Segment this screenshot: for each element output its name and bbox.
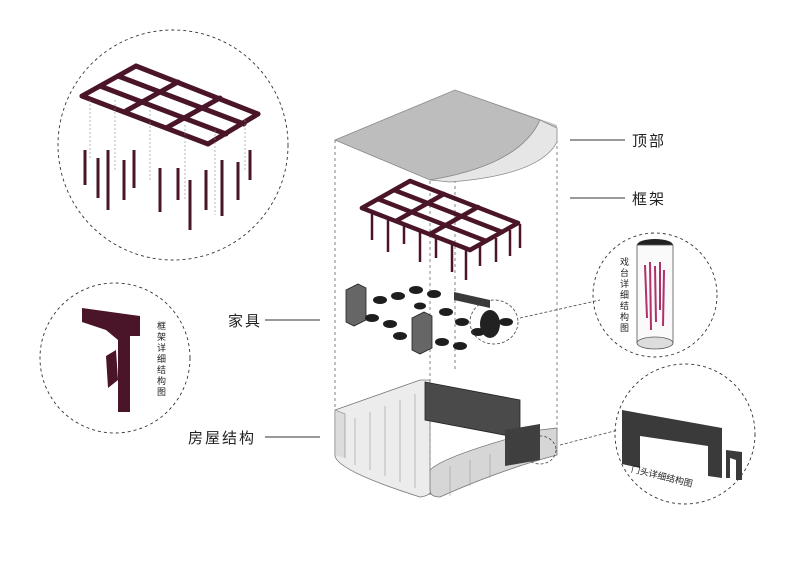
roof-label: 顶部: [632, 132, 667, 150]
detail-circle-frame-joint: [39, 282, 191, 434]
house-structure: [334, 379, 558, 498]
detail-circle-frame-large: [57, 29, 289, 261]
main-frame-hangers: [370, 214, 522, 280]
furniture-label: 家具: [228, 312, 263, 330]
frame-label: 框架: [632, 190, 667, 208]
detail-connectors: [469, 299, 619, 465]
structure-label: 房屋结构: [188, 429, 257, 447]
label-leader-lines: [265, 139, 625, 438]
detail-circle-stage: [592, 232, 718, 358]
frame-detail-caption: 框架详细结构图: [156, 322, 166, 398]
furniture-layer: [345, 283, 513, 355]
stage-detail-caption: 戏台详细结构图: [619, 258, 629, 334]
roof-slab: [333, 89, 558, 183]
detail-circle-door: [614, 363, 756, 505]
main-frame-grid: [359, 178, 521, 253]
